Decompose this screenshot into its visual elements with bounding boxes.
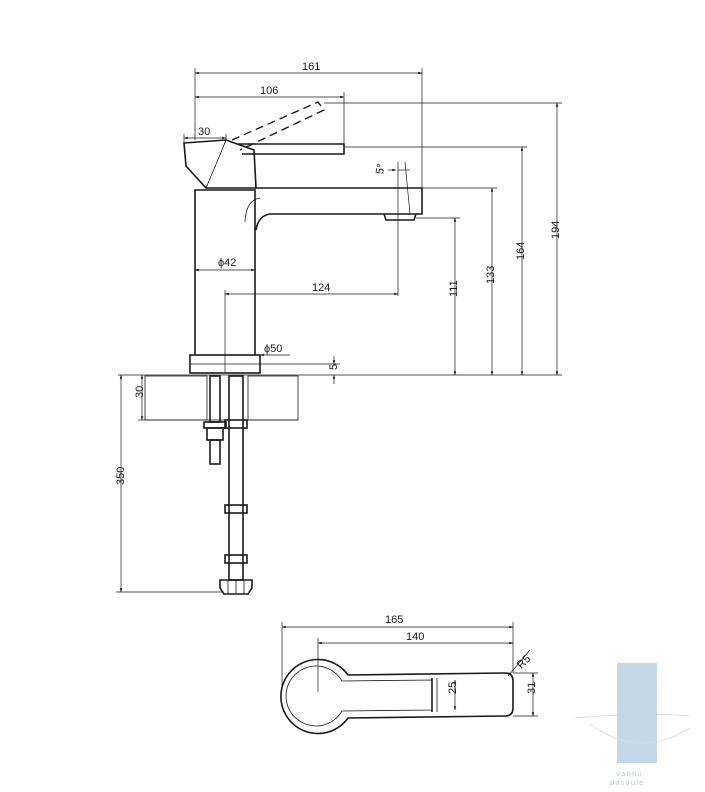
lever-raised-dashed [231, 101, 326, 151]
dim-phi50: ϕ50 [264, 343, 282, 355]
countertop-section [118, 374, 562, 421]
dimensions-elevation: 161 106 30 5° ϕ42 124 ϕ50 5 [115, 61, 562, 593]
aerator [383, 213, 417, 221]
dim-r5: R5 [515, 653, 533, 671]
mounting-parts [203, 375, 253, 595]
dim-165: 165 [385, 614, 403, 626]
dim-5-gasket: 5 [328, 364, 340, 370]
dim-133: 133 [485, 266, 497, 284]
dim-106: 106 [260, 85, 278, 97]
dim-phi42: ϕ42 [218, 257, 236, 269]
dim-350: 350 [115, 467, 127, 485]
spout [255, 187, 423, 231]
plan-view-lever: 165 140 R5 25 31 [280, 614, 538, 735]
threaded-stud [209, 439, 221, 465]
dim-30-lever: 30 [198, 126, 210, 138]
dim-25: 25 [447, 682, 459, 694]
lever-head [183, 139, 257, 189]
dim-5-degree: 5° [374, 163, 388, 175]
dim-124: 124 [312, 282, 330, 294]
dim-194: 194 [550, 221, 562, 239]
dim-164: 164 [515, 242, 527, 260]
watermark-line1: vannu [616, 770, 643, 778]
watermark-bar [617, 663, 657, 763]
dim-31: 31 [526, 682, 538, 694]
dim-111: 111 [448, 280, 460, 297]
watermark-line2: pasaule [610, 779, 644, 787]
plan-outline [280, 658, 514, 735]
dim-30-counter: 30 [134, 386, 146, 398]
plan-inner-outline [285, 665, 433, 727]
body-column [194, 189, 256, 355]
braided-hose [228, 375, 244, 581]
dim-161: 161 [302, 61, 320, 73]
hose-nut [219, 579, 253, 595]
watermark-logo: vannu pasaule [574, 663, 691, 787]
dim-140: 140 [406, 631, 424, 643]
faucet-body [183, 101, 423, 374]
lever-handle [238, 143, 345, 155]
